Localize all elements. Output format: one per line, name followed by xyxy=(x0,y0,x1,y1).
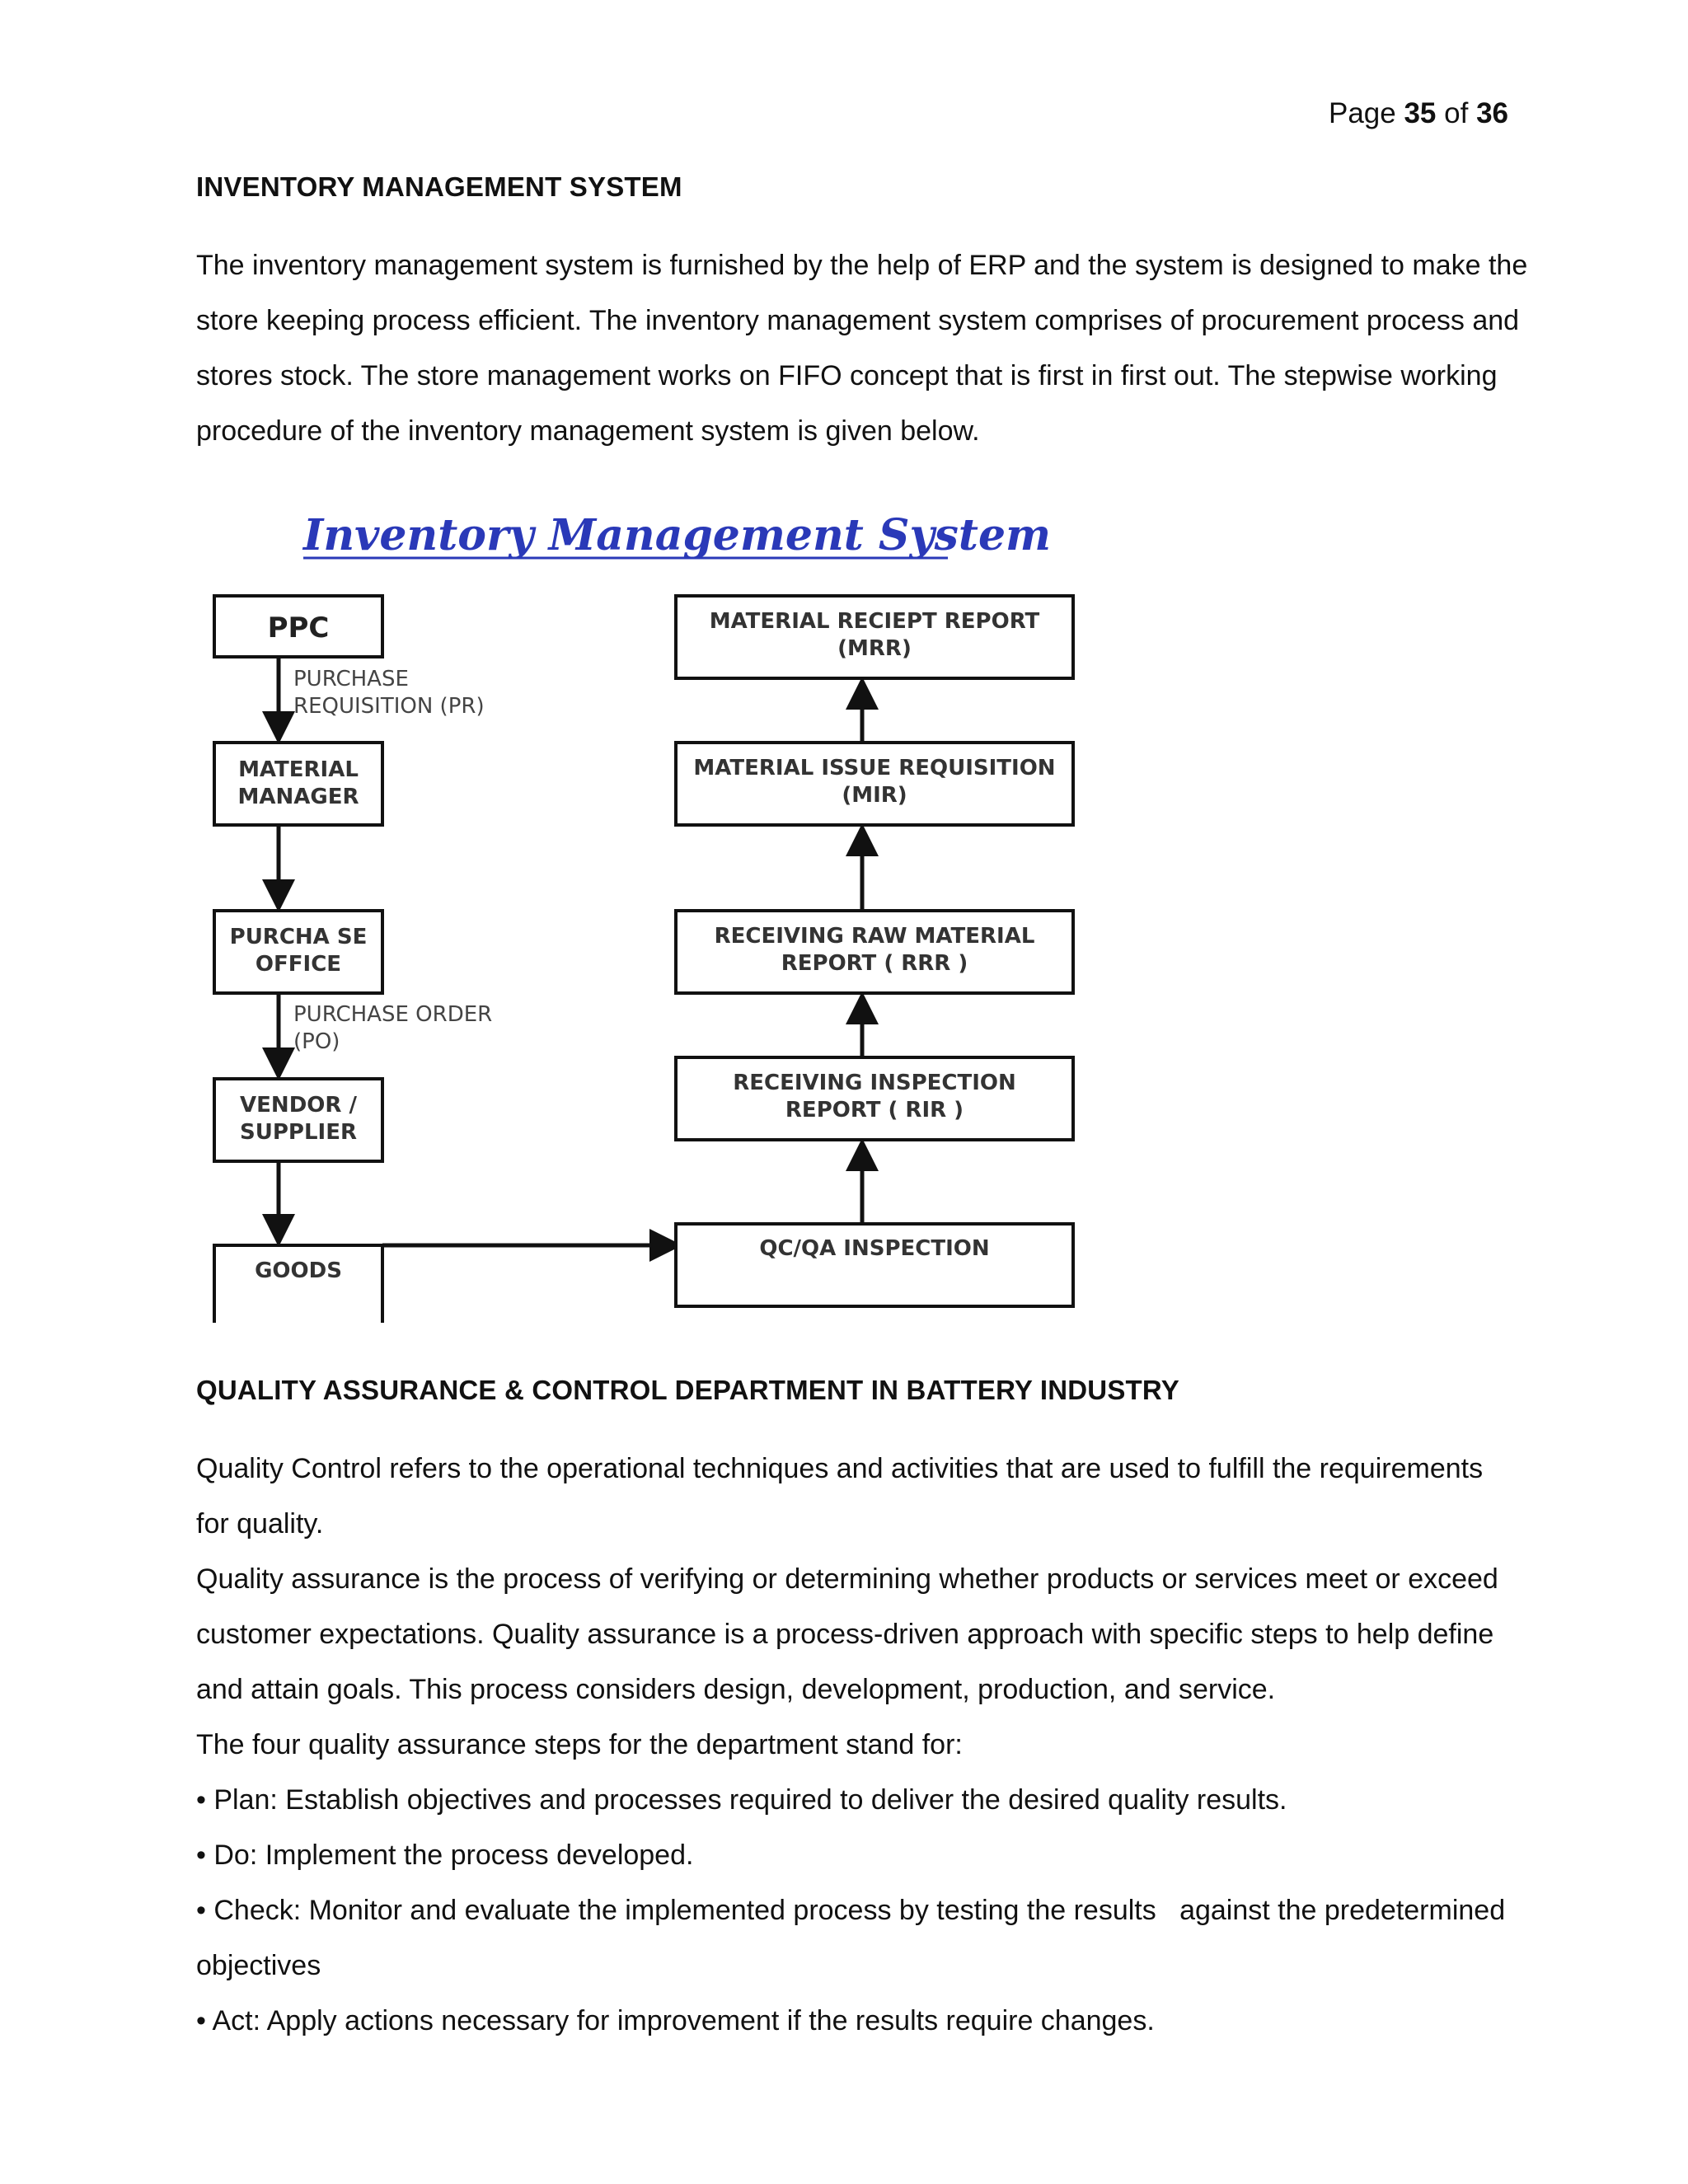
node-label: RECEIVING INSPECTION xyxy=(733,1071,1016,1095)
node-purchase-office: PURCHA SE OFFICE xyxy=(213,909,384,995)
node-rrr: RECEIVING RAW MATERIAL REPORT ( RRR ) xyxy=(674,909,1075,995)
paragraph-line: objectives xyxy=(196,1950,321,1981)
bullet-do: • Do: Implement the process developed. xyxy=(196,1840,694,1871)
node-label: SUPPLIER xyxy=(240,1120,357,1145)
paragraph-line: The inventory management system is furni… xyxy=(196,250,1528,281)
page-current: 35 xyxy=(1404,97,1437,129)
node-label: MATERIAL RECIEPT REPORT xyxy=(710,609,1040,634)
paragraph-line: procedure of the inventory management sy… xyxy=(196,415,980,447)
paragraph-line: store keeping process efficient. The inv… xyxy=(196,305,1520,336)
node-goods: GOODS xyxy=(213,1244,384,1323)
inventory-flow-diagram: Inventory Management System PPC MATERIAL… xyxy=(196,499,1103,1323)
edge-label-pr: REQUISITION (PR) xyxy=(293,694,485,719)
inventory-paragraph: The inventory management system is furni… xyxy=(196,238,1528,459)
page-total: 36 xyxy=(1476,97,1508,129)
node-label: QC/QA INSPECTION xyxy=(759,1236,989,1261)
edge-label-po: (PO) xyxy=(293,1029,340,1054)
node-label: (MRR) xyxy=(837,636,912,661)
node-label: REPORT ( RIR ) xyxy=(785,1098,964,1122)
node-rir: RECEIVING INSPECTION REPORT ( RIR ) xyxy=(674,1056,1075,1141)
node-label: RECEIVING RAW MATERIAL xyxy=(715,924,1035,949)
paragraph-line: The four quality assurance steps for the… xyxy=(196,1729,963,1760)
node-label: MATERIAL ISSUE REQUISITION xyxy=(693,756,1055,780)
page-label: Page xyxy=(1328,97,1396,129)
flow-diagram-svg: Inventory Management System PPC MATERIAL… xyxy=(213,510,1075,1323)
node-label: OFFICE xyxy=(256,952,341,977)
paragraph-line: stores stock. The store management works… xyxy=(196,360,1498,391)
qa-section-title: QUALITY ASSURANCE & CONTROL DEPARTMENT I… xyxy=(196,1375,1179,1405)
edge-label-po: PURCHASE ORDER xyxy=(293,1002,492,1027)
edge-label-pr: PURCHASE xyxy=(293,667,409,691)
page-of: of xyxy=(1444,97,1469,129)
node-label: PURCHA SE xyxy=(230,925,368,949)
node-label: VENDOR / xyxy=(240,1093,357,1118)
node-qcqa-inspection: QC/QA INSPECTION xyxy=(674,1222,1075,1308)
paragraph-line: Quality assurance is the process of veri… xyxy=(196,1563,1498,1595)
paragraph-line: and attain goals. This process considers… xyxy=(196,1674,1276,1705)
node-label: MANAGER xyxy=(238,785,359,809)
node-mrr: MATERIAL RECIEPT REPORT (MRR) xyxy=(674,594,1075,680)
bullet-check: • Check: Monitor and evaluate the implem… xyxy=(196,1895,1506,1926)
node-label: (MIR) xyxy=(842,783,907,808)
paragraph-line: customer expectations. Quality assurance… xyxy=(196,1619,1494,1650)
diagram-title: Inventory Management System xyxy=(302,510,1051,560)
node-label: GOODS xyxy=(255,1258,342,1283)
paragraph-line: for quality. xyxy=(196,1508,324,1540)
node-label: REPORT ( RRR ) xyxy=(781,951,968,976)
inventory-section-title: INVENTORY MANAGEMENT SYSTEM xyxy=(196,171,682,202)
node-label: PPC xyxy=(268,612,330,644)
node-label: MATERIAL xyxy=(238,757,359,782)
node-material-manager: MATERIAL MANAGER xyxy=(213,741,384,827)
page-number: Page 35 of 36 xyxy=(1329,97,1508,130)
node-ppc: PPC xyxy=(213,594,384,658)
paragraph-line: Quality Control refers to the operationa… xyxy=(196,1453,1484,1484)
bullet-act: • Act: Apply actions necessary for impro… xyxy=(196,2005,1155,2036)
bullet-plan: • Plan: Establish objectives and process… xyxy=(196,1784,1287,1816)
node-mir: MATERIAL ISSUE REQUISITION (MIR) xyxy=(674,741,1075,827)
node-vendor-supplier: VENDOR / SUPPLIER xyxy=(213,1077,384,1163)
qa-paragraph: Quality Control refers to the operationa… xyxy=(196,1441,1515,2049)
